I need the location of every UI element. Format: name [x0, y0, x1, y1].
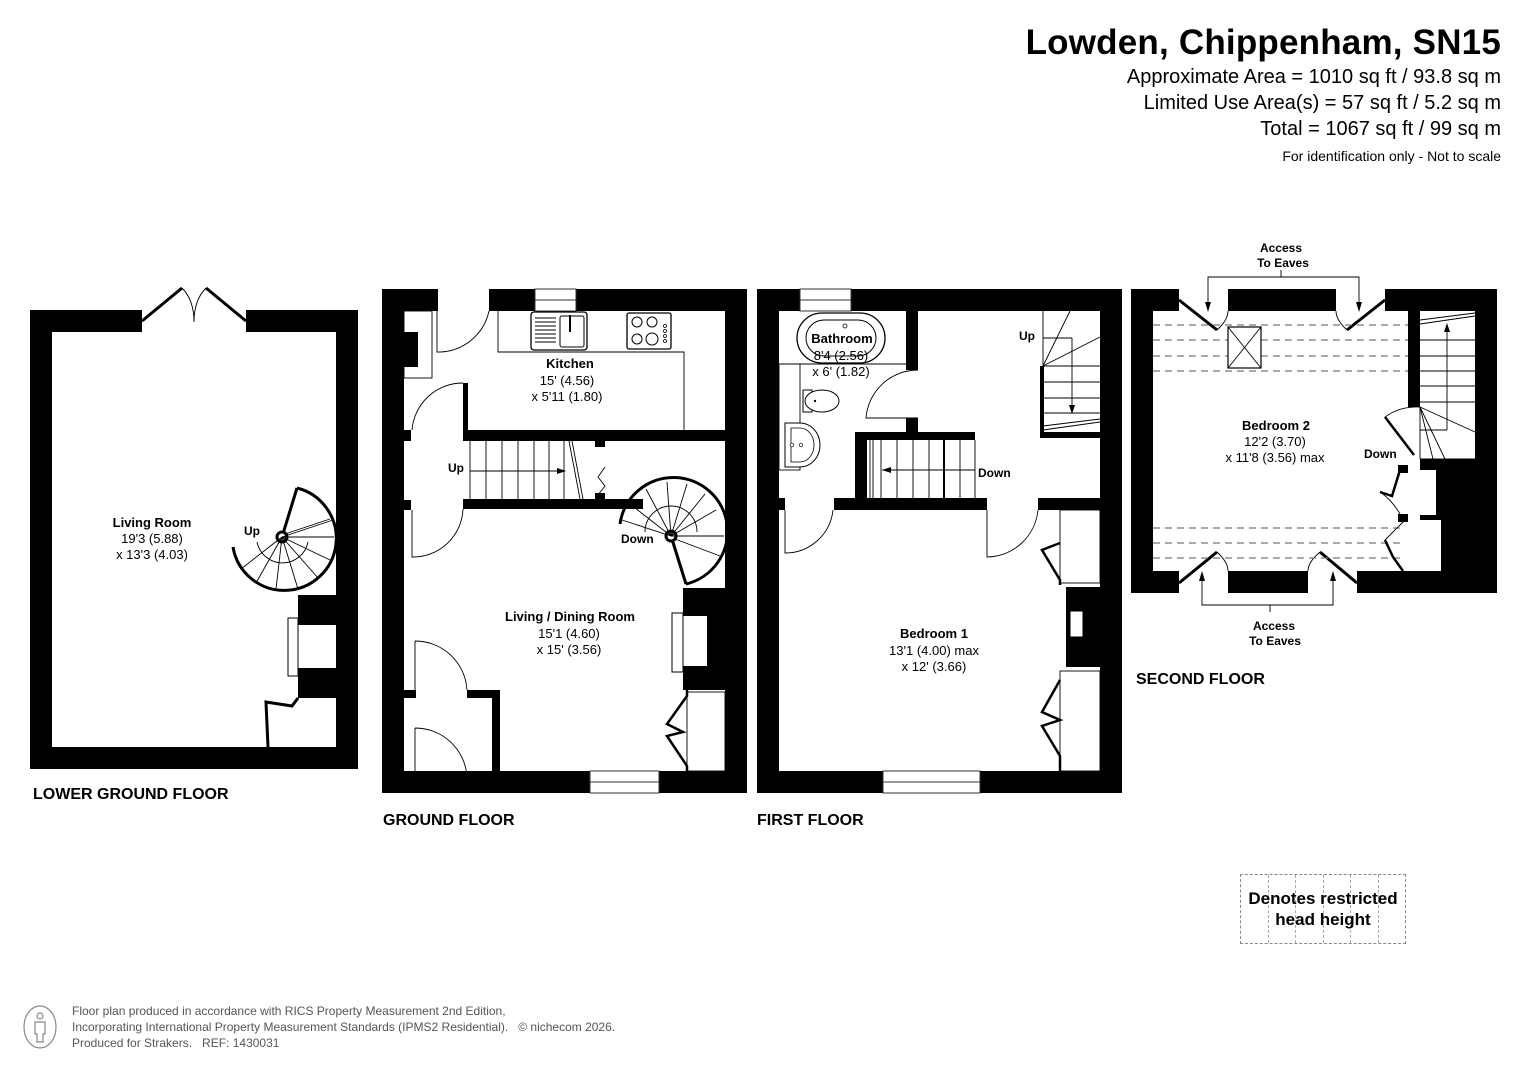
room-name-living-dining: Living / Dining Room	[505, 609, 635, 624]
floor-label-lower-ground: LOWER GROUND FLOOR	[33, 786, 229, 803]
eaves-label-top-1: Access	[1260, 241, 1302, 255]
straight-stair-icon	[469, 440, 606, 500]
french-door-icon	[141, 286, 247, 323]
restricted-height-lines	[1153, 324, 1408, 559]
stair-label-down: Down	[1364, 447, 1397, 461]
legend-line-1: Denotes restricted	[1248, 889, 1398, 908]
stair-label-up: Up	[1019, 329, 1035, 343]
room-name-bedroom-2: Bedroom 2	[1242, 418, 1310, 433]
person-outline-icon	[23, 1005, 57, 1049]
room-dim-bedroom-2-2: x 11'8 (3.56) max	[1225, 450, 1325, 465]
room-dim-living-dining-1: 15'1 (4.60)	[538, 626, 600, 641]
second-floor-plan: Bedroom 2 12'2 (3.70) x 11'8 (3.56) max …	[1131, 241, 1497, 688]
scale-disclaimer: For identification only - Not to scale	[1282, 148, 1501, 164]
straight-stair-icon	[869, 440, 976, 498]
room-name-bedroom-1: Bedroom 1	[900, 626, 968, 641]
eaves-label-bottom-2: To Eaves	[1249, 634, 1301, 648]
limited-use-area: Limited Use Area(s) = 57 sq ft / 5.2 sq …	[1143, 92, 1501, 114]
room-dim-bedroom-1-2: x 12' (3.66)	[902, 659, 967, 674]
approximate-area: Approximate Area = 1010 sq ft / 93.8 sq …	[1126, 66, 1501, 88]
kitchen-sink-icon	[530, 311, 588, 351]
plan-header: Lowden, Chippenham, SN15 Approximate Are…	[1026, 22, 1501, 164]
eaves-label-bottom-1: Access	[1253, 619, 1295, 633]
room-name-living-room: Living Room	[113, 515, 192, 530]
footer-copyright: © nichecom 2026.	[518, 1020, 616, 1034]
room-dim-kitchen-1: 15' (4.56)	[540, 373, 595, 388]
room-dim-bathroom-1: 8'4 (2.56)	[814, 348, 869, 363]
spiral-stair-icon	[618, 475, 729, 586]
room-name-kitchen: Kitchen	[546, 356, 594, 371]
room-dim-living-room-2: x 13'3 (4.03)	[116, 547, 188, 562]
stair-label-up: Up	[448, 461, 464, 475]
plan-footer: Floor plan produced in accordance with R…	[22, 1003, 615, 1051]
ground-floor-plan: Up Down	[382, 288, 747, 829]
footer-line-1: Floor plan produced in accordance with R…	[72, 1004, 506, 1018]
spiral-stair-icon	[231, 486, 338, 592]
room-dim-bathroom-2: x 6' (1.82)	[812, 364, 869, 379]
room-dim-bedroom-2-1: 12'2 (3.70)	[1244, 434, 1306, 449]
floor-label-second: SECOND FLOOR	[1136, 671, 1265, 688]
toilet-icon	[802, 389, 840, 413]
room-dim-living-room-1: 19'3 (5.88)	[121, 531, 183, 546]
property-title: Lowden, Chippenham, SN15	[1025, 23, 1501, 62]
first-floor-plan: Down Up	[757, 288, 1122, 829]
total-area: Total = 1067 sq ft / 99 sq m	[1260, 118, 1501, 140]
room-dim-living-dining-2: x 15' (3.56)	[537, 642, 602, 657]
footer-text: Floor plan produced in accordance with R…	[72, 1003, 508, 1051]
footer-line-3: Produced for Strakers. REF: 1430031	[72, 1036, 280, 1050]
skylight-icon	[1227, 326, 1262, 369]
winder-stair-icon	[1384, 312, 1476, 460]
washbasin-icon	[784, 422, 821, 468]
stair-label-up: Up	[244, 524, 260, 538]
footer-line-2: Incorporating International Property Mea…	[72, 1020, 509, 1034]
eaves-label-top-2: To Eaves	[1257, 256, 1309, 270]
winder-stair-icon	[1040, 310, 1101, 438]
stair-label-down: Down	[621, 532, 654, 546]
eaves-access-arrows	[1199, 270, 1362, 612]
hob-icon	[626, 312, 672, 350]
floor-label-ground: GROUND FLOOR	[383, 812, 515, 829]
room-name-bathroom: Bathroom	[811, 331, 872, 346]
eaves-door-bottom-icon	[1178, 550, 1358, 585]
eaves-door-top-icon	[1178, 298, 1386, 332]
bathtub-icon	[796, 312, 886, 364]
stair-label-down: Down	[978, 466, 1011, 480]
room-dim-kitchen-2: x 5'11 (1.80)	[532, 389, 603, 404]
legend-dashed-swatch	[1241, 875, 1405, 943]
floor-label-first: FIRST FLOOR	[757, 812, 864, 829]
room-dim-bedroom-1-1: 13'1 (4.00) max	[889, 643, 979, 658]
restricted-height-legend: Denotes restricted head height	[1240, 874, 1406, 944]
lower-ground-floor-plan: Up Living Room 19'3 (5.88) x 13'3 (4.03)…	[30, 286, 358, 803]
legend-line-2: head height	[1275, 910, 1371, 929]
legend-text: Denotes restricted head height	[1248, 888, 1397, 930]
